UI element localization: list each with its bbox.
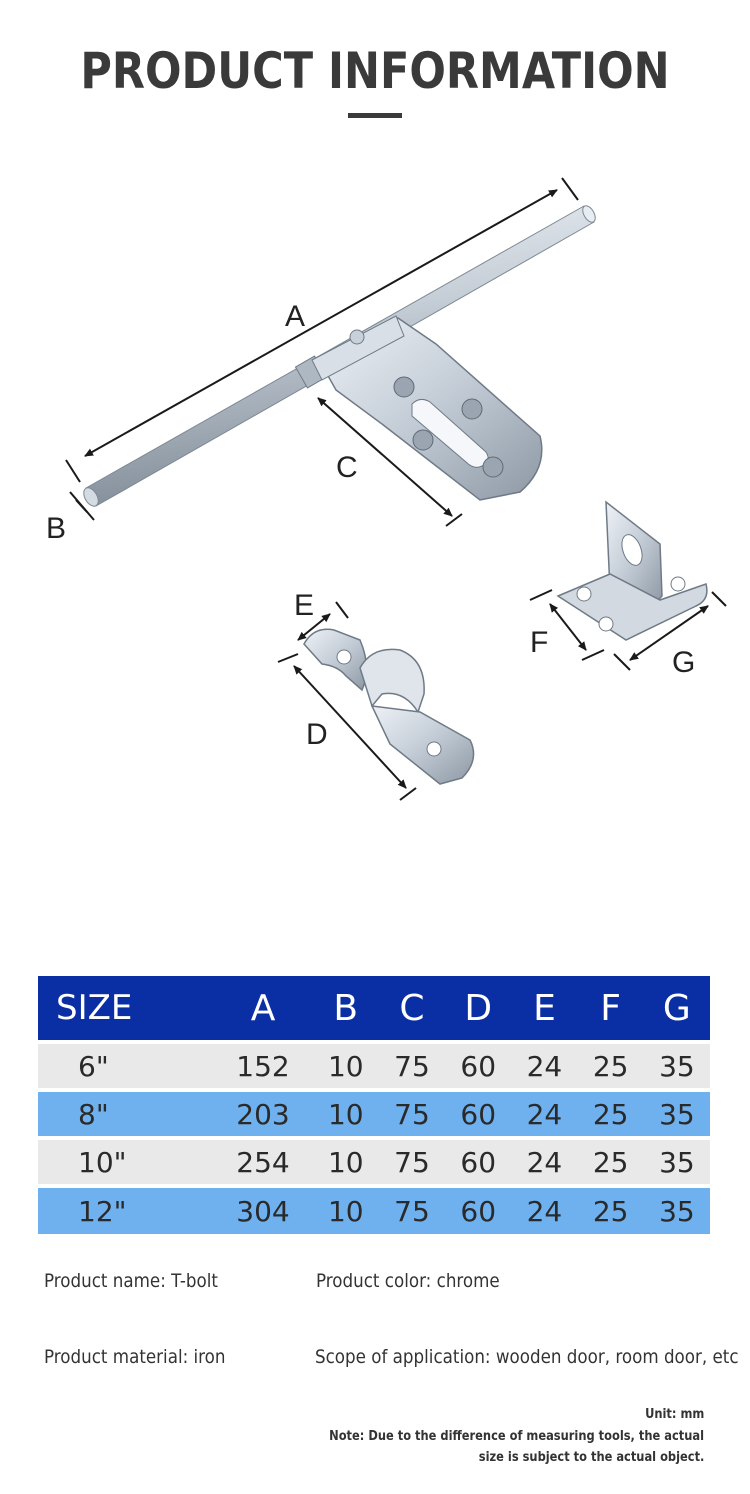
table-cell: 203	[213, 1088, 313, 1138]
header-size: SIZE	[38, 976, 214, 1042]
table-cell: 25	[577, 1136, 644, 1186]
table-cell: 75	[378, 1088, 446, 1138]
table-cell: 10	[312, 1040, 379, 1090]
dimension-label-g: G	[672, 646, 695, 679]
title-underline	[348, 113, 402, 118]
header-f: F	[577, 976, 644, 1042]
table-cell: 35	[643, 1136, 710, 1186]
table-cell: 10"	[38, 1136, 214, 1186]
table-cell: 24	[511, 1088, 578, 1138]
table-cell: 75	[378, 1184, 446, 1234]
staple-bracket	[303, 628, 475, 785]
angle-bracket	[556, 500, 708, 641]
product-color: Product color: chrome	[316, 1270, 500, 1292]
table-cell: 24	[511, 1040, 578, 1090]
application-scope: Scope of application: wooden door, room …	[315, 1346, 739, 1368]
product-name: Product name: T-bolt	[44, 1270, 218, 1292]
table-cell: 75	[378, 1136, 446, 1186]
table-cell: 12"	[38, 1184, 214, 1234]
table-cell: 25	[577, 1040, 644, 1090]
size-table: SIZE A B C D E F G 6" 152 10 75 60 24 25…	[38, 976, 710, 1234]
table-cell: 8"	[38, 1088, 214, 1138]
table-cell: 60	[445, 1136, 512, 1186]
header-d: D	[445, 976, 512, 1042]
table-cell: 60	[445, 1040, 512, 1090]
table-row: 6" 152 10 75 60 24 25 35	[38, 1040, 710, 1090]
table-row: 8" 203 10 75 60 24 25 35	[38, 1088, 710, 1138]
header-e: E	[511, 976, 578, 1042]
table-cell: 24	[511, 1184, 578, 1234]
table-cell: 152	[213, 1040, 313, 1090]
header-c: C	[378, 976, 446, 1042]
table-cell: 10	[312, 1088, 379, 1138]
measurement-note-line2: size is subject to the actual object.	[478, 1450, 704, 1465]
table-cell: 24	[511, 1136, 578, 1186]
table-cell: 75	[378, 1040, 446, 1090]
table-cell: 35	[643, 1184, 710, 1234]
header-a: A	[213, 976, 313, 1042]
product-dimension-diagram: A B C E D F G	[46, 177, 727, 801]
table-cell: 10	[312, 1136, 379, 1186]
table-cell: 25	[577, 1088, 644, 1138]
table-cell: 304	[213, 1184, 313, 1234]
table-cell: 25	[577, 1184, 644, 1234]
dimension-label-f: F	[530, 626, 548, 659]
table-row: 12" 304 10 75 60 24 25 35	[38, 1184, 710, 1234]
table-cell: 10	[312, 1184, 379, 1234]
measurement-note-line1: Note: Due to the difference of measuring…	[329, 1429, 704, 1444]
dimension-label-d: D	[306, 718, 328, 751]
unit-note: Unit: mm	[644, 1407, 704, 1422]
table-cell: 60	[445, 1088, 512, 1138]
table-cell: 35	[643, 1088, 710, 1138]
product-material: Product material: iron	[44, 1346, 226, 1368]
table-cell: 6"	[38, 1040, 214, 1090]
size-table-header: SIZE A B C D E F G	[38, 976, 710, 1042]
table-row: 10" 254 10 75 60 24 25 35	[38, 1136, 710, 1186]
header-b: B	[312, 976, 379, 1042]
dimension-label-a: A	[285, 300, 305, 333]
table-cell: 35	[643, 1040, 710, 1090]
dimension-label-e: E	[294, 589, 314, 622]
table-cell: 60	[445, 1184, 512, 1234]
page-title: PRODUCT INFORMATION	[80, 42, 670, 100]
table-cell: 254	[213, 1136, 313, 1186]
header-g: G	[643, 976, 710, 1042]
dimension-label-b: B	[46, 512, 66, 545]
dimension-label-c: C	[336, 451, 358, 484]
